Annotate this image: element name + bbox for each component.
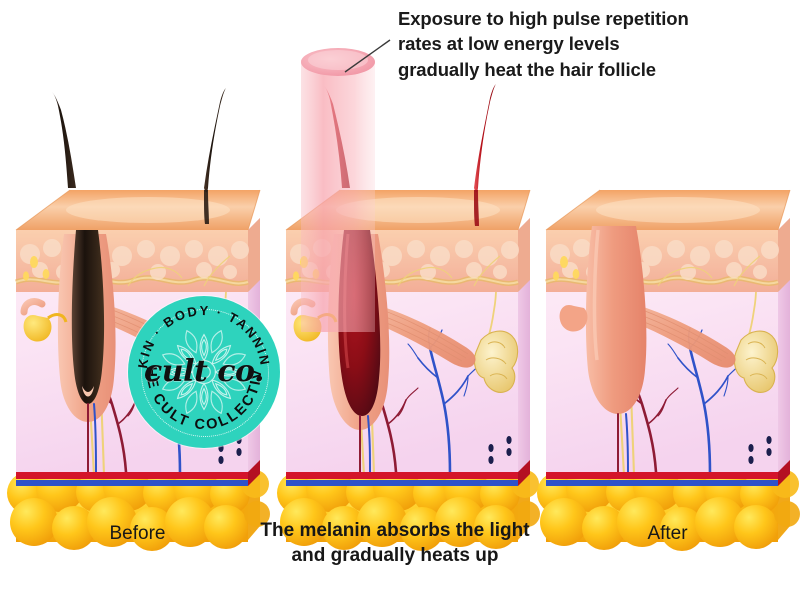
brand-logo: SKIN · BODY · TANNING THE CULT COLLECTIV… (128, 296, 280, 448)
empty-follicle (585, 226, 647, 414)
caption-during-line-2: and gradually heats up (291, 545, 499, 567)
annotation-text: Exposure to high pulse repetition rates … (398, 6, 728, 82)
annotation-line-1: Exposure to high pulse repetition (398, 8, 689, 29)
caption-before-line-1: Before (109, 523, 166, 544)
annotation-line-2: rates at low energy levels (398, 33, 620, 55)
subcutaneous-vessel-band (16, 460, 790, 486)
caption-after: After (545, 521, 790, 546)
hair-shaft (52, 92, 76, 188)
hair-shaft (204, 88, 226, 193)
caption-after-line-1: After (647, 523, 688, 544)
annotation-leader-line (344, 39, 391, 73)
laser-beam (301, 48, 375, 332)
follicle-empty (559, 226, 647, 473)
panel-after (537, 190, 800, 551)
caption-during-line-1: The melanin absorbs the light (260, 520, 530, 541)
caption-during: The melanin absorbs the light and gradua… (250, 518, 540, 568)
caption-before: Before (15, 521, 260, 546)
logo-dotted-ring (141, 309, 269, 437)
annotation-line-3: gradually heat the hair follicle (398, 58, 656, 80)
panel-before (7, 88, 270, 551)
follicle-before (20, 230, 116, 473)
mandala-icon (161, 329, 247, 415)
logo-wordmark: cult co. (144, 353, 264, 389)
hair-shaft (474, 84, 496, 193)
